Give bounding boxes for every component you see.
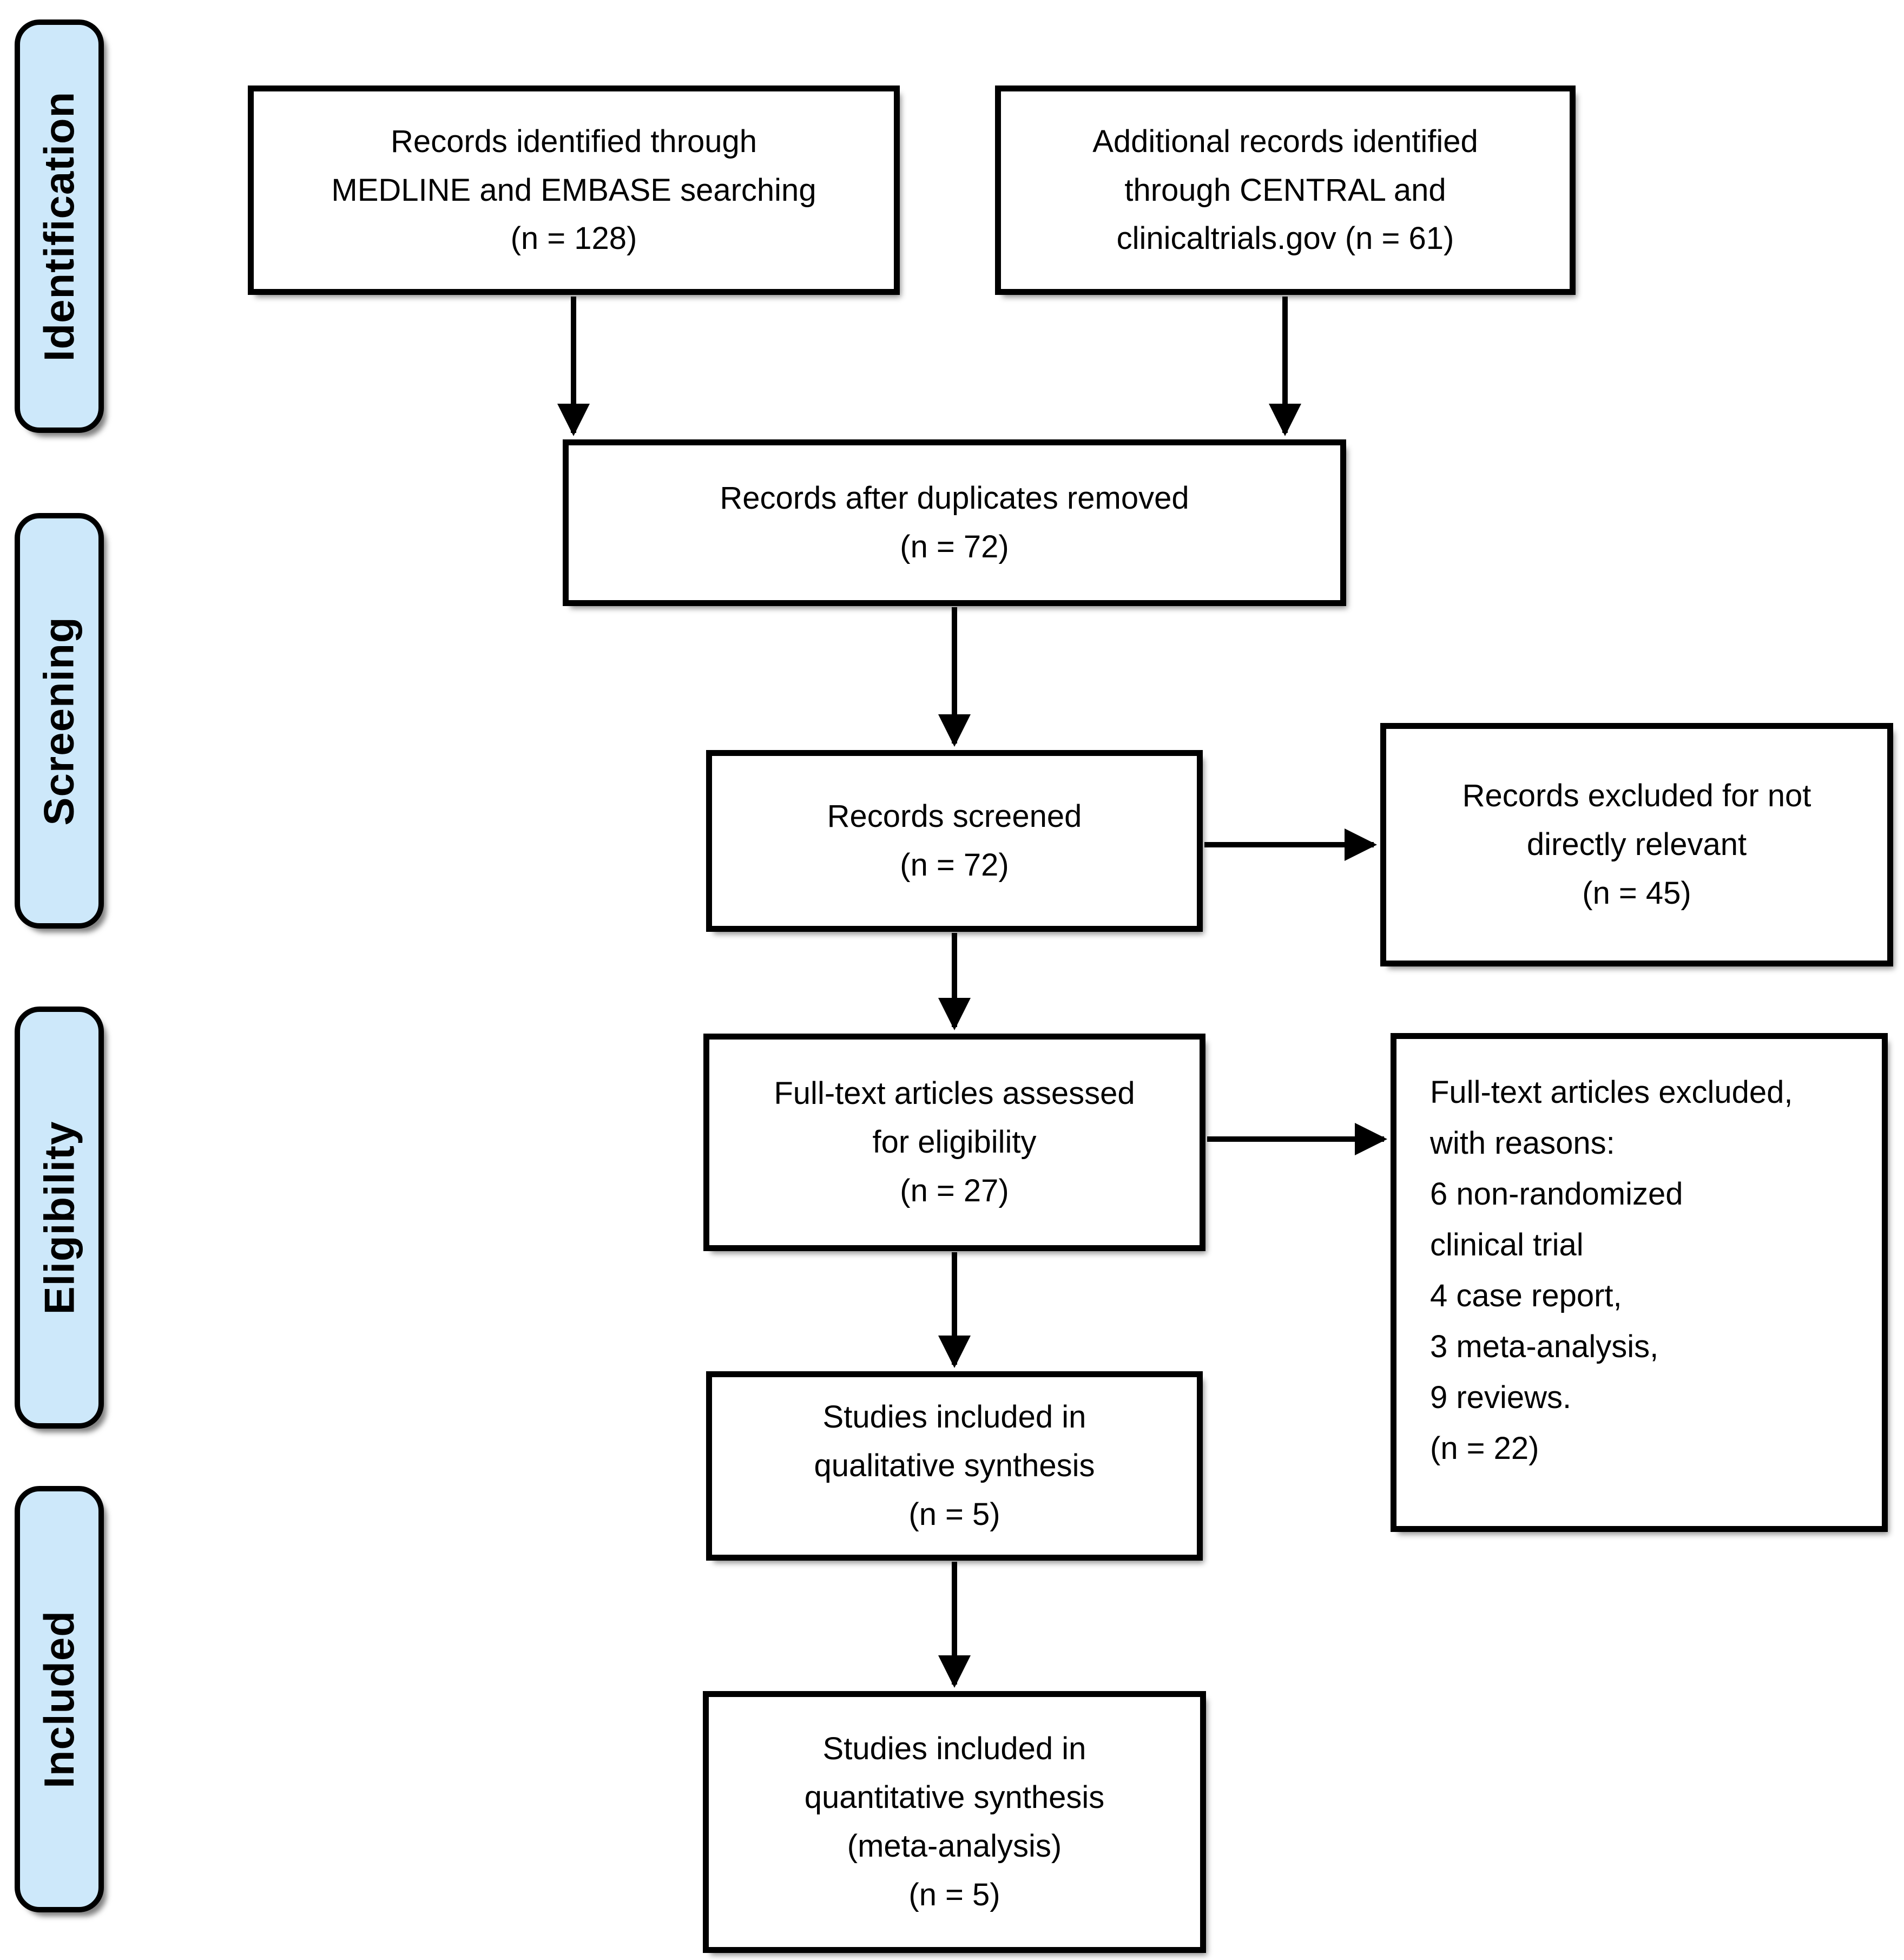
- stage-screening-label: Screening: [35, 616, 83, 826]
- text-line: qualitative synthesis: [814, 1448, 1095, 1484]
- text-line: (n = 72): [900, 847, 1009, 883]
- text-line: Full-text articles excluded,: [1430, 1075, 1793, 1110]
- text-line: (n = 22): [1430, 1430, 1539, 1466]
- text-line: Records identified through: [390, 123, 757, 159]
- box-records-excluded: Records excluded for not directly releva…: [1380, 723, 1893, 966]
- text-line: 4 case report,: [1430, 1278, 1622, 1313]
- stage-identification-label: Identification: [35, 91, 83, 361]
- box-fulltext-excluded: Full-text articles excluded, with reason…: [1391, 1033, 1888, 1532]
- text-line: 6 non-randomized: [1430, 1176, 1683, 1212]
- stage-eligibility: Eligibility: [15, 1007, 104, 1429]
- box-qualitative-synthesis: Studies included in qualitative synthesi…: [706, 1371, 1203, 1561]
- text-line: (n = 5): [908, 1877, 1000, 1912]
- text-line: Records screened: [827, 799, 1082, 834]
- text-line: Studies included in: [822, 1731, 1086, 1767]
- text-line: (n = 45): [1582, 875, 1691, 911]
- box-additional-records: Additional records identified through CE…: [995, 85, 1576, 295]
- text-line: Records excluded for not: [1462, 778, 1811, 814]
- text-line: Records after duplicates removed: [720, 481, 1189, 516]
- text-line: Studies included in: [822, 1399, 1086, 1435]
- text-line: for eligibility: [872, 1124, 1037, 1160]
- stage-included-label: Included: [35, 1610, 83, 1788]
- text-line: directly relevant: [1526, 827, 1747, 863]
- text-line: clinicaltrials.gov (n = 61): [1116, 221, 1454, 256]
- text-line: Full-text articles assessed: [774, 1076, 1135, 1111]
- stage-eligibility-label: Eligibility: [35, 1121, 83, 1314]
- text-line: MEDLINE and EMBASE searching: [331, 172, 816, 208]
- text-line: quantitative synthesis: [804, 1780, 1105, 1816]
- text-line: (meta-analysis): [847, 1829, 1062, 1864]
- text-line: 9 reviews.: [1430, 1379, 1572, 1415]
- text-line: with reasons:: [1430, 1125, 1615, 1161]
- box-records-screened: Records screened (n = 72): [706, 750, 1203, 932]
- text-line: Additional records identified: [1092, 123, 1478, 159]
- text-line: clinical trial: [1430, 1227, 1584, 1262]
- box-fulltext-assessed: Full-text articles assessed for eligibil…: [703, 1034, 1205, 1251]
- text-line: (n = 27): [900, 1173, 1009, 1208]
- text-line: (n = 128): [510, 221, 637, 256]
- box-duplicates-removed: Records after duplicates removed (n = 72…: [563, 439, 1346, 606]
- text-line: 3 meta-analysis,: [1430, 1328, 1659, 1364]
- stage-included: Included: [15, 1486, 104, 1912]
- stage-identification: Identification: [15, 19, 104, 433]
- box-quantitative-synthesis: Studies included in quantitative synthes…: [703, 1691, 1206, 1953]
- box-records-identified: Records identified through MEDLINE and E…: [248, 85, 900, 295]
- text-line: (n = 72): [900, 529, 1009, 564]
- text-line: through CENTRAL and: [1124, 172, 1446, 208]
- stage-screening: Screening: [15, 513, 104, 929]
- text-line: (n = 5): [908, 1496, 1000, 1532]
